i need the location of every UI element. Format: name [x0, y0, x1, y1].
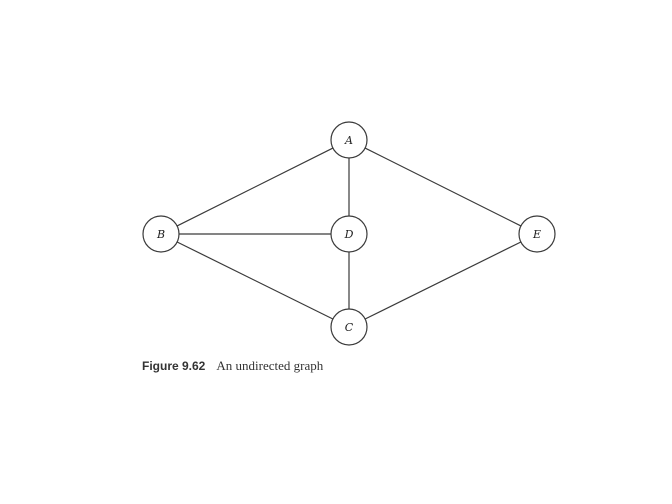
node-label: D: [344, 228, 354, 241]
node-label: B: [156, 228, 165, 241]
caption-label: Figure 9.62: [142, 359, 206, 373]
node-b: B: [142, 215, 180, 253]
node-label: A: [344, 134, 353, 147]
edge-a-e: [364, 147, 522, 227]
edge-b-c: [176, 241, 334, 320]
figure-caption: Figure 9.62 An undirected graph: [142, 358, 323, 374]
node-circle: [142, 215, 180, 253]
node-c: C: [330, 308, 368, 346]
node-a: A: [330, 121, 368, 159]
caption-text: An undirected graph: [216, 358, 324, 373]
edge-c-e: [364, 241, 522, 320]
node-d: D: [330, 215, 368, 253]
nodes-layer: A B C D E: [142, 121, 556, 346]
node-circle: [518, 215, 556, 253]
node-label: E: [532, 228, 541, 241]
node-e: E: [518, 215, 556, 253]
node-circle: [330, 308, 368, 346]
node-label: C: [345, 321, 354, 334]
edge-a-b: [176, 147, 334, 227]
edges-layer: [176, 147, 522, 320]
node-circle: [330, 121, 368, 159]
node-circle: [330, 215, 368, 253]
